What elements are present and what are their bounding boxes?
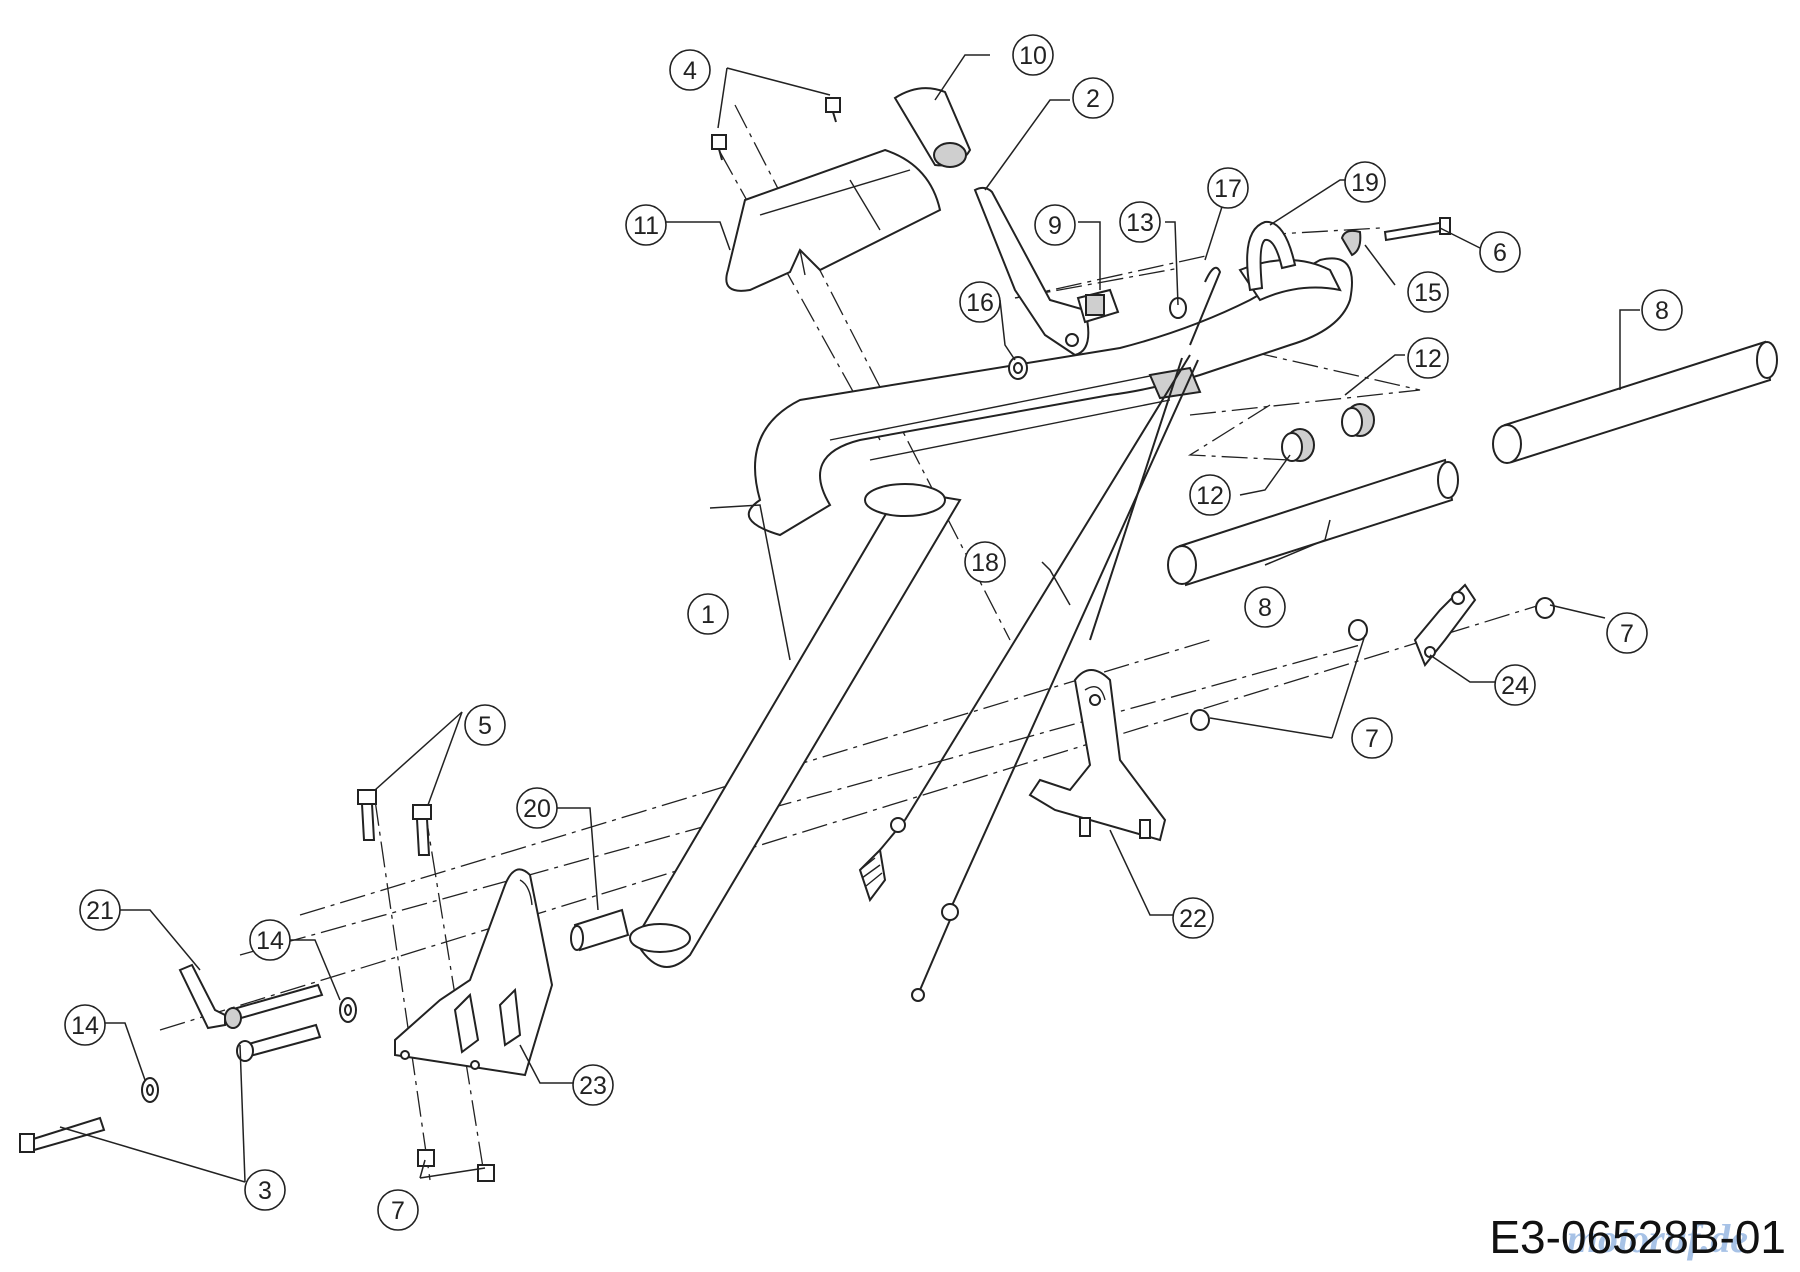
svg-text:1: 1: [701, 601, 715, 629]
callout-23: 23: [572, 1064, 614, 1106]
handle-cover: [725, 148, 942, 292]
latch: [1076, 288, 1120, 324]
svg-text:18: 18: [971, 549, 999, 577]
screw-4b: [825, 97, 841, 123]
bolt-3a: [236, 1023, 322, 1062]
callout-11: 11: [625, 204, 667, 246]
callout-leaders: [59, 54, 1640, 1183]
svg-text:7: 7: [1365, 725, 1379, 753]
svg-text:14: 14: [71, 1012, 99, 1040]
callout-12a: 12: [1407, 337, 1449, 379]
svg-text:9: 9: [1048, 212, 1062, 240]
svg-text:10: 10: [1019, 42, 1047, 70]
plate-24: [1413, 583, 1477, 667]
svg-text:6: 6: [1493, 239, 1507, 267]
clip-17: [1189, 266, 1222, 346]
washer-14b: [141, 1077, 159, 1103]
callout-19: 19: [1344, 161, 1386, 203]
callout-17: 17: [1207, 167, 1249, 209]
svg-text:7: 7: [1365, 725, 1379, 753]
callout-6: 6: [1479, 231, 1521, 273]
callout-7d: 7: [1365, 725, 1379, 753]
callout-7c: 7: [377, 1189, 419, 1231]
svg-text:24: 24: [1501, 672, 1529, 700]
callout-2: 2: [1072, 77, 1114, 119]
callout-7a: 7: [1606, 612, 1648, 654]
svg-text:4: 4: [683, 57, 697, 85]
callout-10: 10: [1012, 34, 1054, 76]
svg-text:11: 11: [633, 212, 659, 240]
callout-14a: 14: [249, 919, 291, 961]
svg-text:21: 21: [86, 897, 114, 925]
svg-text:7: 7: [391, 1197, 405, 1225]
svg-text:16: 16: [966, 289, 994, 317]
bolt-6: [1383, 217, 1451, 242]
svg-text:7: 7: [1620, 620, 1634, 648]
callout-8b: 8: [1244, 586, 1286, 628]
callout-12b: 12: [1189, 474, 1231, 516]
bolt-3b: [19, 1116, 106, 1153]
bushing-15: [1340, 229, 1362, 257]
svg-text:13: 13: [1126, 209, 1154, 237]
watermark-logo: motoruf.de: [1566, 1216, 1748, 1261]
control-cables: [858, 354, 1199, 1002]
svg-text:12: 12: [1196, 482, 1224, 510]
washer-14a: [339, 997, 357, 1023]
callout-21: 21: [79, 889, 121, 931]
callout-22: 22: [1172, 897, 1214, 939]
svg-text:17: 17: [1214, 175, 1242, 203]
callout-16: 16: [959, 281, 1001, 323]
callout-20: 20: [516, 787, 558, 829]
callout-9: 9: [1034, 204, 1076, 246]
grip-tube-upper: [1492, 340, 1778, 464]
callout-7b: 7: [1351, 717, 1393, 759]
bolt-5a: [357, 789, 377, 841]
svg-text:3: 3: [258, 1177, 272, 1205]
nut-7a: [1535, 597, 1555, 619]
svg-text:12: 12: [1414, 345, 1442, 373]
svg-text:23: 23: [579, 1072, 607, 1100]
nut-7c: [1190, 709, 1210, 731]
callout-24: 24: [1494, 664, 1536, 706]
bolt-5b: [412, 804, 432, 856]
svg-text:15: 15: [1414, 279, 1442, 307]
grip-tube-lower: [1167, 458, 1459, 587]
svg-text:20: 20: [523, 795, 551, 823]
callout-3: 3: [244, 1169, 286, 1211]
callout-8a: 8: [1641, 289, 1683, 331]
l-pin-21: [178, 963, 324, 1030]
callout-14b: 14: [64, 1004, 106, 1046]
drawing-code: E3-06528B-01: [1489, 1211, 1786, 1263]
nut-7e: [477, 1164, 495, 1182]
callout-5: 5: [464, 704, 506, 746]
handle-frame: [629, 257, 1353, 968]
svg-text:8: 8: [1655, 297, 1669, 325]
bracket-23: [394, 868, 554, 1077]
svg-text:22: 22: [1179, 905, 1207, 933]
callout-15: 15: [1407, 271, 1449, 313]
plug-12a: [1281, 428, 1315, 462]
spacer-20: [570, 908, 630, 952]
callout-18: 18: [964, 541, 1006, 583]
svg-text:19: 19: [1351, 169, 1379, 197]
plug-12b: [1341, 403, 1375, 437]
bracket-22: [1028, 669, 1167, 842]
nut-7b: [1348, 619, 1368, 641]
svg-text:5: 5: [478, 712, 492, 740]
bail-bracket: [1246, 220, 1297, 292]
callout-1: 1: [687, 593, 729, 635]
knob: [893, 87, 972, 168]
svg-text:8: 8: [1258, 594, 1272, 622]
svg-text:2: 2: [1086, 85, 1100, 113]
screw-4a: [711, 134, 727, 161]
callout-4: 4: [669, 49, 711, 91]
nut-16: [1008, 356, 1028, 380]
nut-7d: [417, 1149, 435, 1167]
svg-text:14: 14: [256, 927, 284, 955]
callout-13: 13: [1119, 201, 1161, 243]
